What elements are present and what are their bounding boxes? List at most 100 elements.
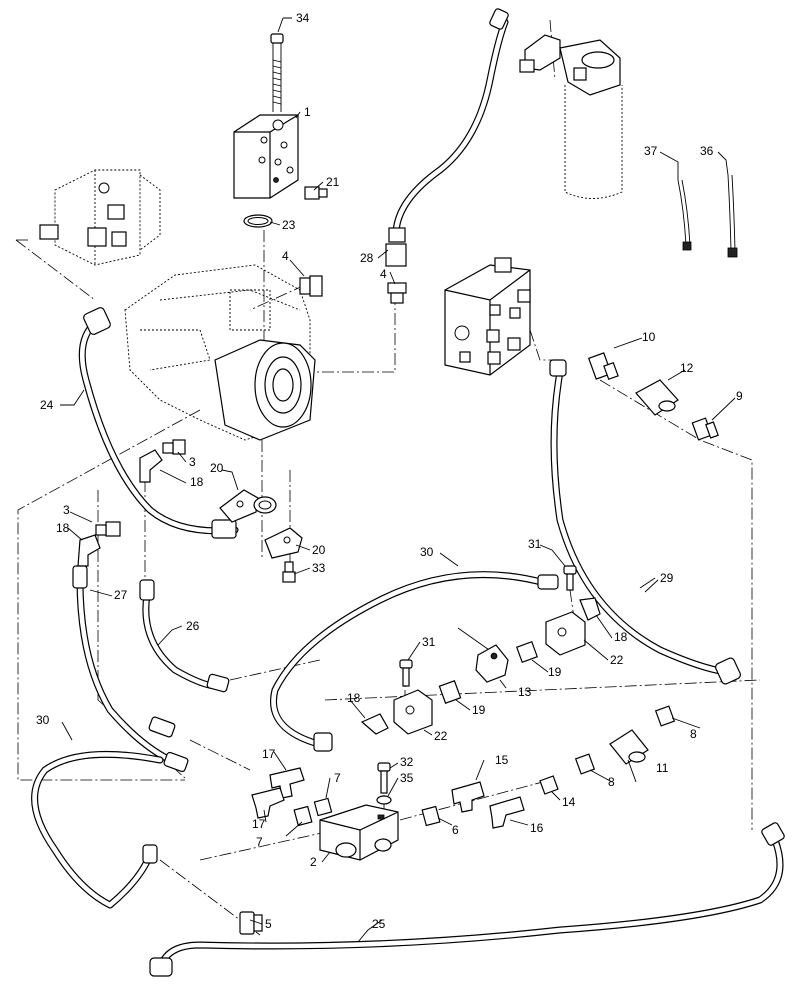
block-22b [545, 611, 586, 656]
block-22a [393, 689, 433, 735]
callout-labels: 1 2 3 3 4 4 5 6 7 7 8 8 9 10 11 12 13 14… [36, 11, 743, 931]
callout-18d: 18 [614, 630, 628, 644]
hose-29 [549, 359, 741, 685]
callout-11: 11 [656, 761, 669, 775]
callout-1: 1 [304, 105, 311, 119]
callout-29: 29 [660, 571, 674, 585]
hose-28 [385, 8, 509, 267]
callout-36: 36 [700, 144, 714, 158]
callout-21: 21 [326, 175, 340, 189]
flange-half-20a [219, 489, 259, 523]
callout-7b: 7 [256, 835, 263, 849]
pump-flange [214, 339, 316, 441]
manifold-block-2 [319, 804, 399, 861]
callout-22a: 22 [434, 729, 448, 743]
callout-17b: 17 [252, 817, 266, 831]
callout-18b: 18 [56, 521, 70, 535]
callout-14: 14 [562, 795, 576, 809]
hose-25 [149, 822, 785, 977]
bolt-34 [270, 33, 284, 112]
callout-27: 27 [114, 588, 128, 602]
bolt-32 [377, 762, 391, 794]
mounting-block [233, 114, 299, 199]
callout-30b: 30 [36, 713, 50, 727]
adapter-14 [539, 775, 559, 795]
valve-manifold [444, 257, 531, 376]
callout-19a: 19 [548, 665, 562, 679]
callout-30a: 30 [420, 545, 434, 559]
callout-15: 15 [495, 753, 509, 767]
callout-13: 13 [518, 685, 532, 699]
callout-20b: 20 [312, 543, 326, 557]
adapter-3b [95, 521, 121, 537]
callout-3a: 3 [189, 455, 196, 469]
washer-35 [376, 795, 392, 805]
adapter-3a [162, 439, 186, 455]
callout-25: 25 [372, 917, 386, 931]
adapter-4a [299, 275, 323, 297]
callout-32: 32 [400, 755, 414, 769]
callout-22b: 22 [610, 653, 624, 667]
callout-8a: 8 [690, 727, 697, 741]
valve-block-ghost [39, 169, 161, 266]
flange-seal [253, 496, 277, 514]
bolt-33 [282, 561, 296, 583]
adapter-7b [293, 805, 313, 827]
callout-28: 28 [360, 251, 374, 265]
hose-27 [72, 565, 189, 773]
coupler-11 [609, 729, 649, 765]
adapter-19a [515, 640, 539, 664]
hose-26-lower-fitting [148, 716, 176, 738]
hose-30-upper [270, 571, 559, 752]
adapter-8b [654, 705, 676, 727]
callout-18c: 18 [347, 691, 361, 705]
callout-37: 37 [644, 144, 658, 158]
filter-head [519, 34, 621, 96]
callout-26: 26 [186, 619, 200, 633]
screw-31a [399, 659, 413, 687]
elbow-18a [139, 449, 163, 483]
elbow-18c [360, 713, 389, 735]
callout-8b: 8 [608, 775, 615, 789]
flange-half-20b [264, 527, 303, 559]
callout-31b: 31 [528, 537, 542, 551]
callout-4a: 4 [282, 249, 289, 263]
plug-21 [304, 186, 328, 200]
ball-valve-13 [457, 627, 509, 683]
callout-12: 12 [680, 361, 694, 375]
callout-23: 23 [282, 218, 296, 232]
callout-3b: 3 [63, 503, 70, 517]
callout-10: 10 [642, 330, 656, 344]
filter-canister-ghost [564, 85, 623, 199]
cable-tie-37 [677, 179, 692, 251]
elbow-18d [579, 597, 601, 621]
callout-33: 33 [312, 561, 326, 575]
callout-4b: 4 [380, 267, 387, 281]
callout-24: 24 [40, 398, 54, 412]
hose-26 [139, 579, 230, 693]
callout-17a: 17 [262, 747, 276, 761]
callout-7a: 7 [334, 771, 341, 785]
tee-17b [251, 787, 285, 819]
callout-9: 9 [736, 389, 743, 403]
callout-35: 35 [400, 771, 414, 785]
o-ring-23 [243, 214, 273, 228]
callout-6: 6 [452, 823, 459, 837]
callout-18a: 18 [190, 475, 204, 489]
adapter-4b [387, 282, 407, 304]
callout-31a: 31 [422, 635, 436, 649]
callout-2: 2 [310, 855, 317, 869]
leader-lines [60, 17, 736, 943]
callout-5: 5 [265, 917, 272, 931]
adapter-9 [691, 417, 719, 441]
adapter-6 [421, 805, 441, 827]
callout-34: 34 [296, 11, 310, 25]
callout-20a: 20 [210, 461, 224, 475]
coupler-12 [635, 379, 679, 416]
tee-16 [489, 796, 525, 829]
adapter-19b [438, 680, 462, 704]
adapter-7a [313, 797, 333, 817]
adapter-8a [574, 753, 596, 775]
callout-19b: 19 [472, 703, 486, 717]
